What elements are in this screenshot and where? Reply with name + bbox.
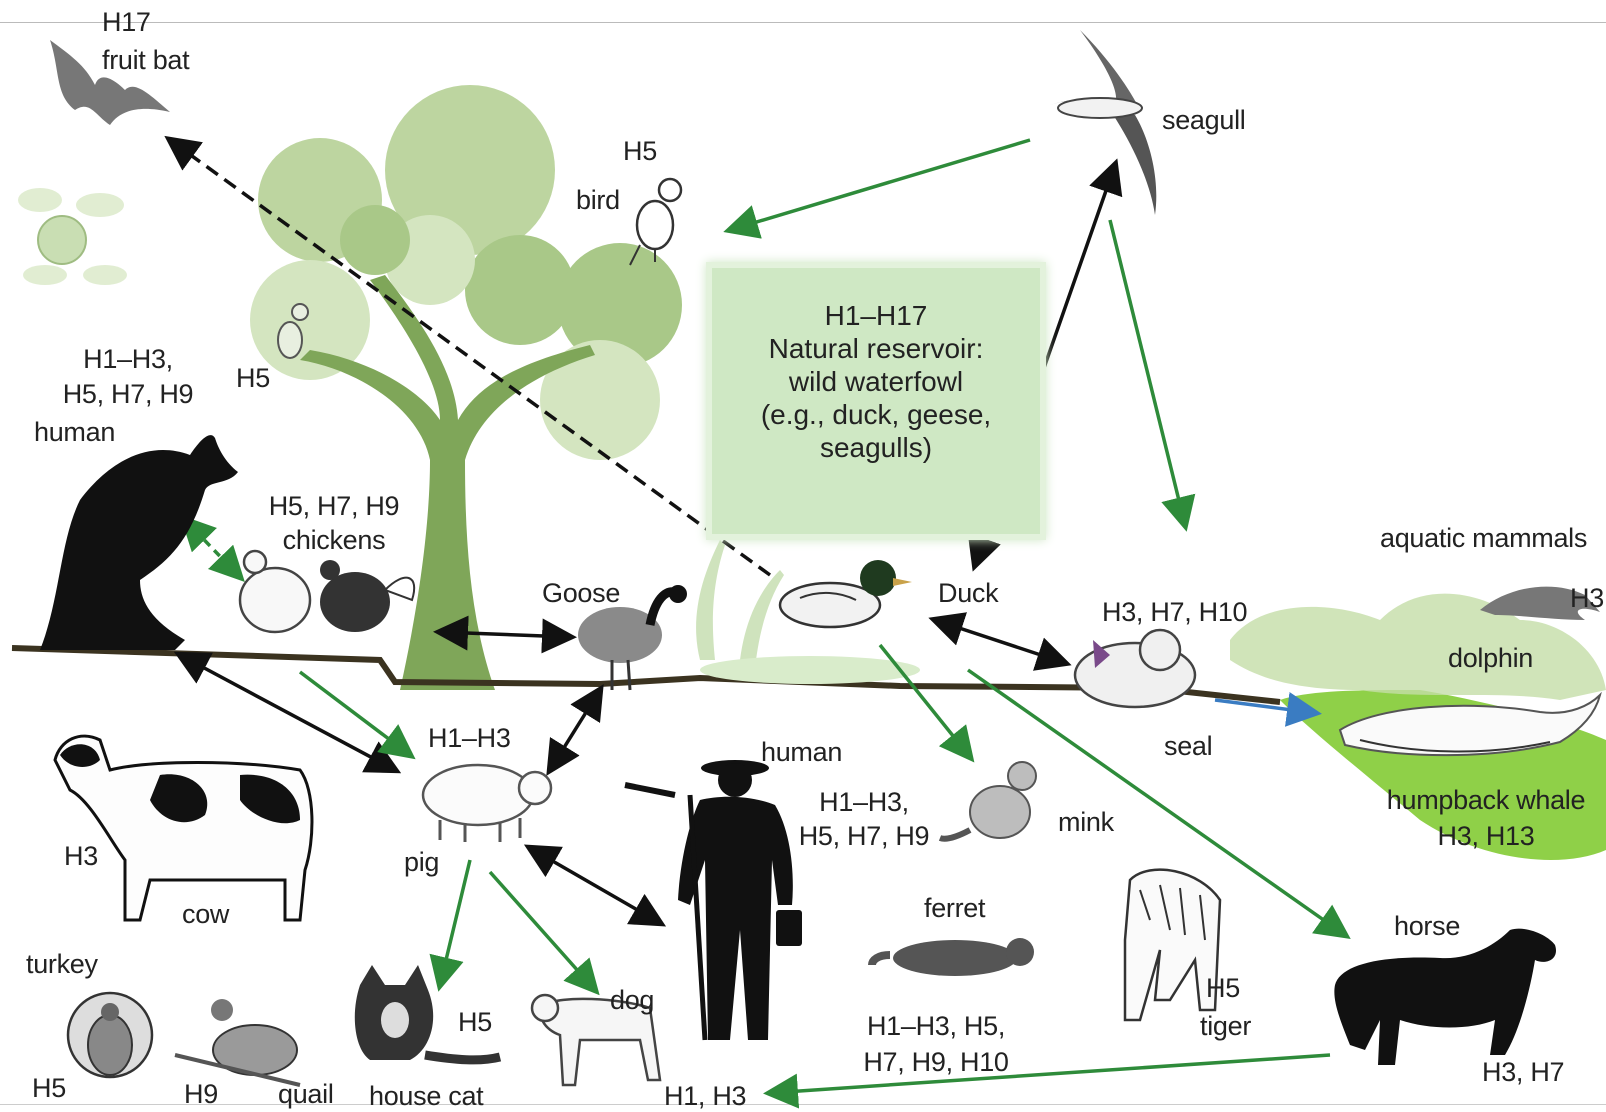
chickens-icon: [240, 551, 414, 632]
ferret-label: ferret: [924, 892, 985, 924]
bat-name-label: fruit bat: [102, 44, 189, 76]
cow-label: cow: [182, 898, 229, 930]
reservoir-line-3: wild waterfowl: [789, 365, 963, 398]
whale-subtypes-label: H3, H13: [1438, 820, 1535, 852]
small-bird-subtype-label: H5: [236, 362, 270, 394]
arrow-duck-to-mink: [880, 645, 970, 757]
seal-icon: [1075, 630, 1195, 707]
reservoir-line-5: seagulls): [820, 431, 932, 464]
cat-label: house cat: [369, 1080, 483, 1112]
farmer-name-label: human: [761, 736, 842, 768]
seagull-icon: [1050, 30, 1156, 215]
aquatic-mammals-label: aquatic mammals: [1380, 522, 1587, 554]
goose-label: Goose: [542, 577, 620, 609]
arrow-human-chickens: [185, 520, 240, 577]
ferret-subtypes-line-2: H7, H9, H10: [863, 1046, 1008, 1078]
reservoir-line-1: H1–H17: [825, 299, 928, 332]
arrow-seagull-to-bird: [730, 140, 1030, 230]
tree-foliage: [250, 85, 682, 460]
horse-icon: [1334, 929, 1556, 1065]
horse-subtypes-label: H3, H7: [1482, 1056, 1564, 1088]
mink-label: mink: [1058, 806, 1114, 838]
dolphin-label: dolphin: [1448, 642, 1533, 674]
reservoir-line-2: Natural reservoir:: [769, 332, 984, 365]
bird-subtype-label: H5: [623, 135, 657, 167]
pig-icon: [423, 765, 551, 842]
arrow-horse-to-dog: [770, 1055, 1330, 1093]
turkey-label: turkey: [26, 948, 98, 980]
ferret-subtypes-line-1: H1–H3, H5,: [867, 1010, 1005, 1042]
seal-subtypes-label: H3, H7, H10: [1102, 596, 1247, 628]
dolphin-subtype-label: H3: [1570, 582, 1604, 614]
tiger-subtype-label: H5: [1206, 972, 1240, 1004]
bird-name-label: bird: [576, 184, 620, 216]
arrow-duck-seal: [935, 620, 1065, 663]
ferret-icon: [872, 938, 1034, 976]
arrow-seagull-to-aquatic: [1110, 220, 1185, 525]
dog-subtypes-label: H1, H3: [664, 1080, 746, 1112]
arrow-pig-to-dog: [490, 872, 595, 990]
arrow-pig-to-cat: [440, 860, 470, 985]
human-top-subtypes-line-1: H1–H3,: [83, 343, 173, 375]
bat-subtype-label: H17: [102, 6, 151, 38]
turkey-subtype-label: H5: [32, 1072, 66, 1104]
pig-label: pig: [404, 846, 439, 878]
seal-label: seal: [1164, 730, 1212, 762]
human-top-subtypes-line-2: H5, H7, H9: [63, 378, 194, 410]
natural-reservoir-box: H1–H17 Natural reservoir: wild waterfowl…: [706, 262, 1046, 540]
whale-name-label: humpback whale: [1387, 784, 1585, 816]
farmer-subtypes-line-1: H1–H3,: [819, 786, 909, 818]
duck-label: Duck: [938, 577, 998, 609]
chickens-name-label: chickens: [283, 524, 386, 556]
arrow-human-pig: [180, 655, 395, 770]
arrow-goose-pig: [550, 690, 600, 770]
arrow-pig-farmer: [530, 848, 660, 923]
farmer-subtypes-line-2: H5, H7, H9: [799, 820, 930, 852]
human-top-name-label: human: [34, 416, 115, 448]
leaf-plant-icon: [18, 188, 127, 285]
quail-subtype-label: H9: [184, 1078, 218, 1110]
chickens-subtypes-label: H5, H7, H9: [269, 490, 400, 522]
quail-icon: [175, 999, 300, 1085]
reservoir-line-4: (e.g., duck, geese,: [761, 398, 991, 431]
horse-label: horse: [1394, 910, 1460, 942]
turkey-icon: [68, 993, 152, 1077]
mink-icon: [940, 762, 1036, 839]
tiger-label: tiger: [1200, 1010, 1251, 1042]
duck-icon: [780, 560, 912, 627]
cat-subtype-label: H5: [458, 1006, 492, 1038]
cow-icon: [55, 736, 312, 920]
quail-label: quail: [278, 1078, 334, 1110]
dog-label: dog: [610, 984, 654, 1016]
pig-subtypes-label: H1–H3: [428, 722, 511, 754]
cow-subtype-label: H3: [64, 840, 98, 872]
seagull-label: seagull: [1162, 104, 1245, 136]
